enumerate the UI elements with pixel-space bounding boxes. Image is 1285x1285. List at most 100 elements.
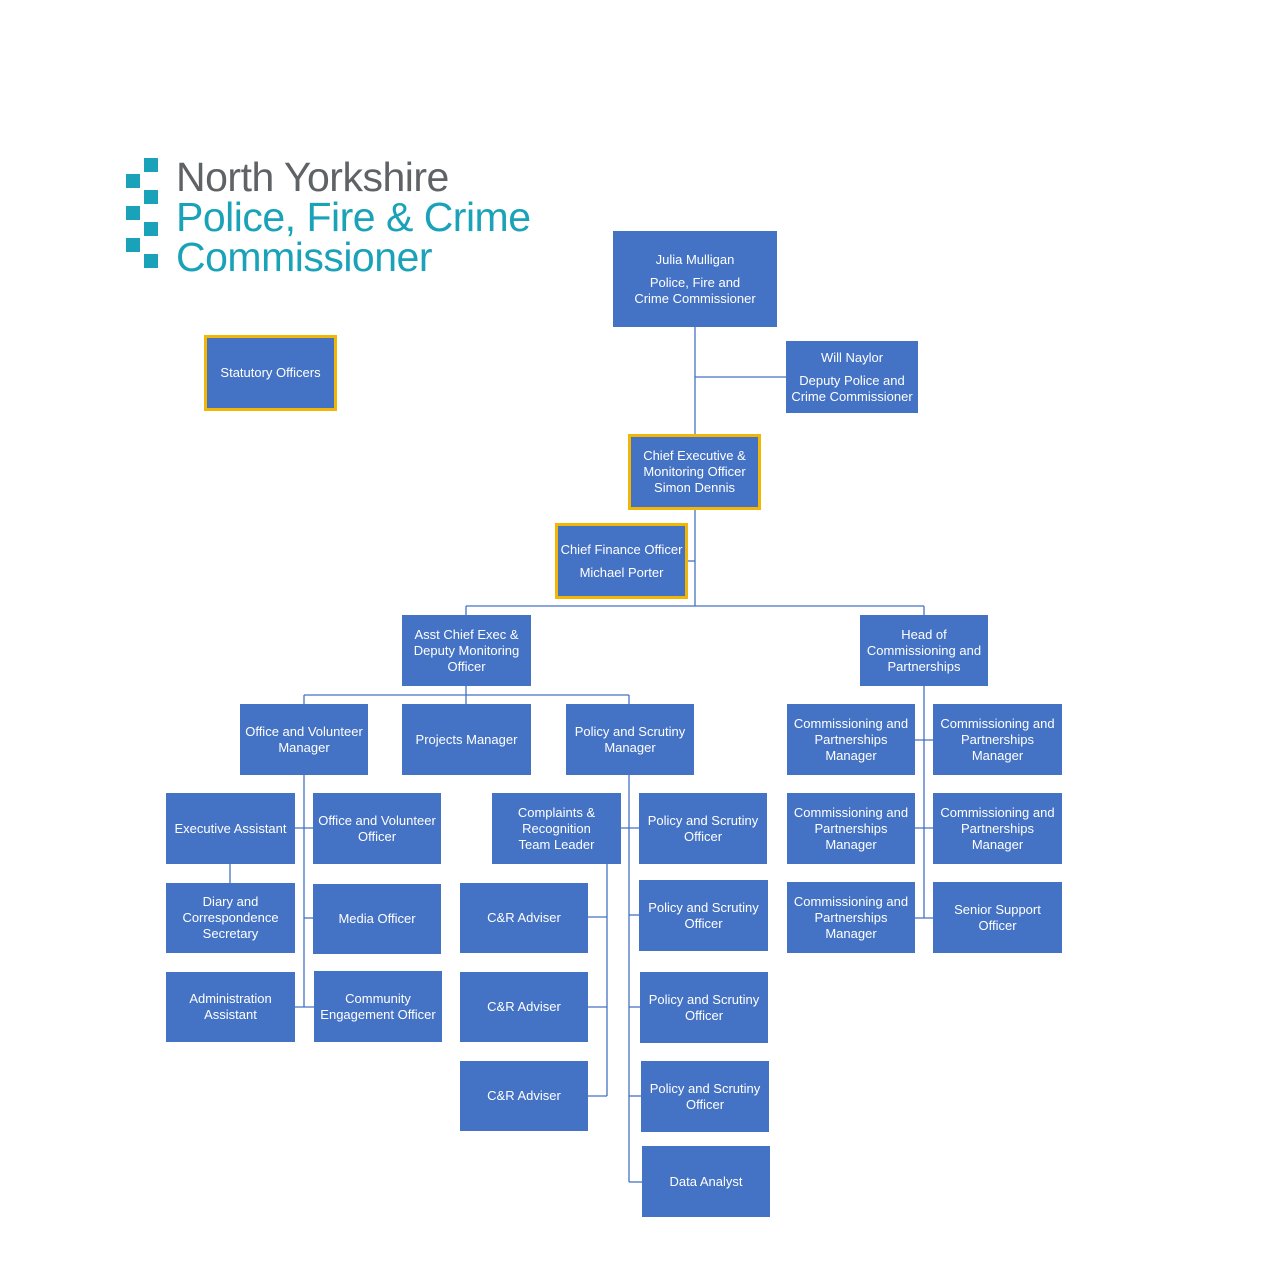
node-line: Commissioning and	[940, 804, 1055, 820]
node-line: Officer	[447, 658, 486, 674]
node-projects-manager: Projects Manager	[402, 704, 531, 775]
node-line: Manager	[278, 739, 330, 755]
node-line: Projects Manager	[415, 731, 518, 747]
node-deputy-commissioner: Will Naylor Deputy Police and Crime Comm…	[786, 341, 918, 413]
pfcc-logo: North Yorkshire Police, Fire & Crime Com…	[126, 154, 531, 280]
node-line: Recognition	[522, 820, 591, 836]
node-title: Deputy Police and	[799, 372, 905, 388]
node-diary-secretary: Diary and Correspondence Secretary	[166, 883, 295, 953]
node-cr-adviser: C&R Adviser	[460, 1061, 588, 1131]
node-line: Manager	[971, 836, 1024, 852]
node-policy-scrutiny-officer: Policy and Scrutiny Officer	[639, 793, 767, 864]
node-line: Partnerships	[814, 820, 888, 836]
node-administration-assistant: Administration Assistant	[166, 972, 295, 1042]
logo-checker-square	[126, 238, 140, 252]
node-line: Officer	[684, 1007, 724, 1023]
node-commissioning-partnerships-manager: Commissioning and Partnerships Manager	[933, 793, 1062, 864]
node-line: Office and Volunteer	[318, 812, 436, 828]
logo-checker-square	[144, 254, 158, 268]
legend-statutory-officers: Statutory Officers	[204, 335, 337, 411]
node-policy-scrutiny-officer: Policy and Scrutiny Officer	[641, 1061, 769, 1132]
logo-checker-square	[144, 158, 158, 172]
node-data-analyst: Data Analyst	[642, 1146, 770, 1217]
node-line: Media Officer	[338, 911, 416, 926]
node-line: Office and Volunteer	[245, 723, 363, 739]
legend-label: Statutory Officers	[220, 365, 321, 380]
node-line: Partnerships	[961, 731, 1034, 747]
node-complaints-team-leader: Complaints & Recognition Team Leader	[492, 793, 621, 864]
node-name: Julia Mulligan	[655, 251, 735, 267]
node-line: Team Leader	[518, 836, 595, 852]
node-cr-adviser: C&R Adviser	[460, 883, 588, 953]
node-name: Will Naylor	[820, 349, 884, 365]
node-line: Asst Chief Exec &	[414, 626, 519, 642]
node-chief-executive: Chief Executive & Monitoring Officer Sim…	[628, 434, 761, 510]
logo-line-2: Police, Fire & Crime	[176, 194, 531, 240]
node-line: Manager	[971, 747, 1024, 763]
node-line: Senior Support	[954, 901, 1041, 917]
node-line: Manager	[825, 747, 877, 763]
node-line: Deputy Monitoring	[413, 642, 520, 658]
node-line: Commissioning and	[793, 715, 909, 731]
node-line: Officer	[684, 915, 723, 931]
node-office-volunteer-manager: Office and Volunteer Manager	[240, 704, 368, 775]
node-line: Complaints &	[517, 804, 596, 820]
node-media-officer: Media Officer	[313, 884, 441, 954]
node-line: Manager	[604, 739, 656, 755]
node-line: C&R Adviser	[487, 999, 561, 1014]
node-line: Commissioning and	[940, 715, 1055, 731]
node-line: Manager	[825, 925, 877, 941]
node-commissioning-partnerships-manager: Commissioning and Partnerships Manager	[787, 704, 915, 775]
node-line: Diary and	[202, 894, 259, 909]
node-line: Policy and Scrutiny	[649, 1080, 761, 1096]
node-chief-finance-officer: Chief Finance Officer Michael Porter	[555, 523, 688, 599]
node-line: Policy and Scrutiny	[648, 991, 760, 1007]
node-line: Partnerships	[814, 909, 888, 925]
logo-checker-square	[144, 222, 158, 236]
node-line: C&R Adviser	[487, 1088, 561, 1103]
node-line: Community	[345, 990, 411, 1006]
node-line: Monitoring Officer	[643, 464, 746, 479]
logo-checker-square	[126, 206, 140, 220]
node-policy-scrutiny-officer: Policy and Scrutiny Officer	[639, 880, 768, 951]
node-line: Commissioning and	[866, 642, 982, 658]
node-line: Officer	[683, 828, 723, 844]
node-line: Partnerships	[961, 820, 1034, 836]
node-line: Partnerships	[814, 731, 888, 747]
node-line: Simon Dennis	[654, 480, 735, 495]
node-line: Commissioning and	[793, 893, 909, 909]
node-senior-support-officer: Senior Support Officer	[933, 882, 1062, 953]
node-line: Secretary	[202, 926, 259, 941]
node-name: Michael Porter	[579, 564, 664, 580]
node-line: Chief Executive &	[643, 448, 746, 463]
node-line: Officer	[978, 917, 1017, 933]
node-line: Officer	[357, 828, 397, 844]
node-line: Executive Assistant	[174, 820, 287, 836]
node-line: Policy and Scrutiny	[647, 812, 759, 828]
node-head-of-commissioning: Head of Commissioning and Partnerships	[860, 615, 988, 686]
node-office-volunteer-officer: Office and Volunteer Officer	[313, 793, 441, 864]
node-policy-scrutiny-officer: Policy and Scrutiny Officer	[640, 972, 768, 1043]
logo-checker-square	[144, 190, 158, 204]
node-line: Head of	[901, 626, 947, 642]
node-title: Police, Fire and	[649, 274, 741, 290]
logo-line-3: Commissioner	[176, 234, 433, 280]
node-line: Administration	[189, 991, 272, 1006]
node-line: Commissioning and	[793, 804, 909, 820]
logo-checker-square	[126, 174, 140, 188]
node-commissioning-partnerships-manager: Commissioning and Partnerships Manager	[933, 704, 1062, 775]
node-cr-adviser: C&R Adviser	[460, 972, 588, 1042]
node-line: Partnerships	[887, 658, 961, 674]
node-commissioning-partnerships-manager: Commissioning and Partnerships Manager	[787, 793, 915, 864]
node-line: Policy and Scrutiny	[574, 723, 686, 739]
node-line: Engagement Officer	[320, 1006, 436, 1022]
node-line: Assistant	[204, 1007, 257, 1022]
node-executive-assistant: Executive Assistant	[166, 793, 295, 864]
node-asst-chief-exec: Asst Chief Exec & Deputy Monitoring Offi…	[402, 615, 531, 686]
node-line: C&R Adviser	[487, 910, 561, 925]
node-line: Officer	[685, 1096, 725, 1112]
node-title: Chief Finance Officer	[560, 541, 683, 557]
logo-line-1: North Yorkshire	[176, 154, 449, 200]
node-line: Data Analyst	[669, 1173, 743, 1189]
